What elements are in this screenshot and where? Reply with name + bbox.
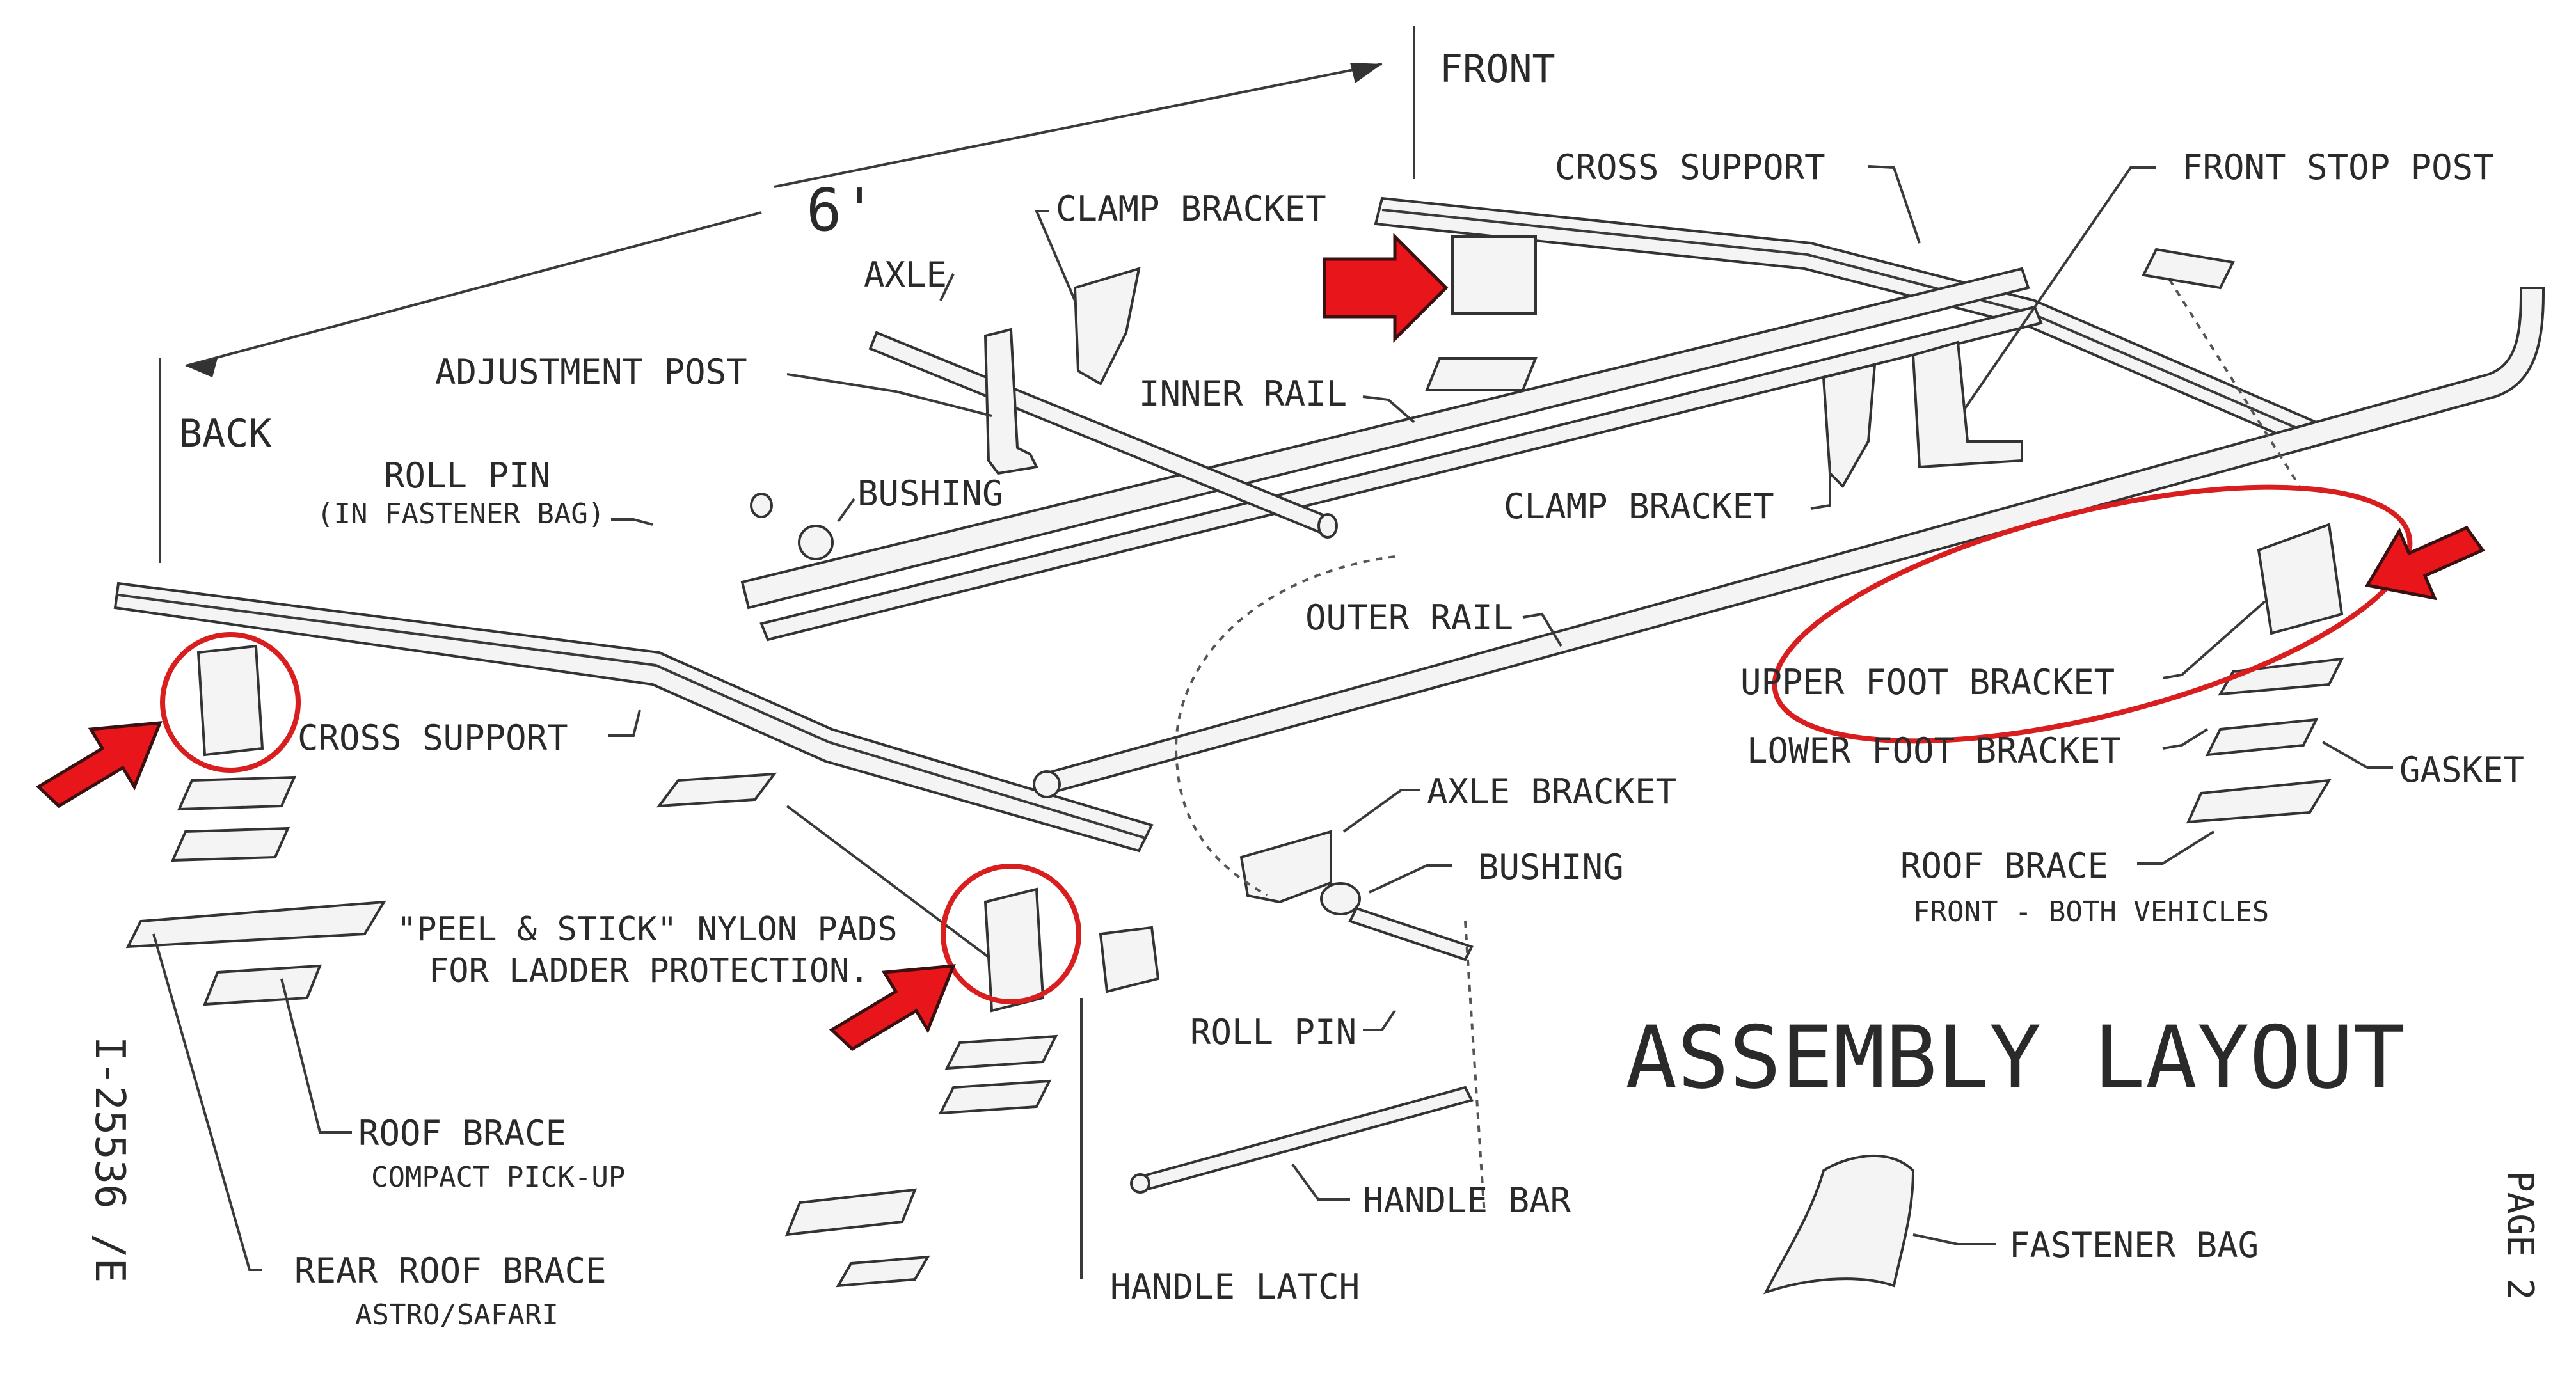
- label-adjustment-post: ADJUSTMENT POST: [435, 352, 747, 392]
- label-cross-support-left: CROSS SUPPORT: [298, 718, 568, 758]
- title: ASSEMBLY LAYOUT: [1625, 1008, 2405, 1108]
- label-rear-roof-brace: REAR ROOF BRACE: [294, 1251, 607, 1291]
- upper-foot-bracket-part: [2186, 523, 2344, 824]
- label-nylon-pads-1: "PEEL & STICK" NYLON PADS: [397, 910, 898, 949]
- label-outer-rail: OUTER RAIL: [1305, 597, 1513, 638]
- highlight-ellipse-right: [1772, 484, 2413, 744]
- cross-support-left-part: [113, 581, 1154, 853]
- leader-lines: [152, 165, 2393, 1279]
- label-gasket: GASKET: [2399, 750, 2524, 790]
- label-roof-brace-front-sub: FRONT - BOTH VEHICLES: [1913, 896, 2269, 928]
- arrow-left-icon: [35, 721, 163, 809]
- label-inner-rail: INNER RAIL: [1139, 374, 1347, 414]
- nylon-pad-part: [656, 772, 993, 961]
- fastener-bag-part: [1763, 1155, 1915, 1295]
- label-upper-foot-bracket: UPPER FOOT BRACKET: [1740, 662, 2115, 702]
- dashed-line-2: [2161, 267, 2305, 494]
- label-cross-support-top: CROSS SUPPORT: [1555, 147, 1825, 187]
- dashed-line-1: [1464, 921, 1486, 1216]
- outer-rail-part: [1033, 287, 2545, 798]
- highlight-annotations: [160, 484, 2413, 1004]
- label-roll-pin-1: ROLL PIN: [384, 455, 550, 496]
- label-axle: AXLE: [864, 255, 947, 295]
- front-stop-post-part: [1911, 340, 2023, 469]
- label-fastener-bag: FASTENER BAG: [2009, 1225, 2259, 1265]
- center-foot-bracket-part: [784, 887, 1160, 1288]
- label-clamp-bracket-top: CLAMP BRACKET: [1056, 189, 1326, 229]
- label-roll-pin-1-sub: (IN FASTENER BAG): [317, 498, 605, 530]
- label-roll-pin-2: ROLL PIN: [1190, 1012, 1356, 1052]
- page-number: PAGE 2: [2499, 1171, 2541, 1300]
- top-bracket-part: [1425, 235, 1538, 391]
- dimension-label: 6': [806, 176, 877, 244]
- label-handle-latch: HANDLE LATCH: [1110, 1267, 1360, 1307]
- inner-rail-part: [740, 267, 2043, 642]
- axle-bracket-part: [750, 493, 1361, 915]
- label-axle-bracket: AXLE BRACKET: [1427, 771, 1676, 812]
- arrow-center-icon: [829, 964, 956, 1052]
- highlight-circle-center: [941, 864, 1081, 1004]
- clamp-bracket-mid-part: [1822, 363, 1877, 489]
- label-back: BACK: [179, 411, 272, 456]
- dashed-arc: [1175, 555, 1395, 897]
- doc-number: I-25536 /E: [86, 1036, 133, 1283]
- label-front: FRONT: [1440, 47, 1555, 91]
- label-bushing-1: BUSHING: [857, 473, 1003, 514]
- label-roof-brace-front: ROOF BRACE: [1900, 846, 2108, 886]
- label-nylon-pads-2: FOR LADDER PROTECTION.: [429, 952, 870, 990]
- label-bushing-2: BUSHING: [1478, 847, 1624, 887]
- red-arrows: [35, 232, 2485, 1052]
- arrow-top-icon: [1323, 232, 1449, 344]
- dimension-6ft: [159, 26, 1415, 563]
- label-rear-roof-brace-sub: ASTRO/SAFARI: [355, 1299, 559, 1331]
- highlight-circle-left: [160, 632, 301, 773]
- adjustment-post-part: [983, 328, 1038, 475]
- label-roof-brace-compact: ROOF BRACE: [358, 1113, 566, 1153]
- arrow-right-icon: [2365, 525, 2485, 601]
- label-clamp-bracket-mid: CLAMP BRACKET: [1504, 486, 1774, 526]
- handle-bar-part: [1130, 906, 1474, 1194]
- label-front-stop-post: FRONT STOP POST: [2182, 147, 2494, 187]
- label-lower-foot-bracket: LOWER FOOT BRACKET: [1747, 731, 2121, 771]
- clamp-bracket-top-part: [1073, 267, 1141, 386]
- left-foot-bracket-part: [125, 644, 386, 1006]
- top-gasket-part: [2142, 248, 2235, 290]
- label-roof-brace-compact-sub: COMPACT PICK-UP: [371, 1161, 625, 1194]
- label-handle-bar: HANDLE BAR: [1363, 1180, 1571, 1221]
